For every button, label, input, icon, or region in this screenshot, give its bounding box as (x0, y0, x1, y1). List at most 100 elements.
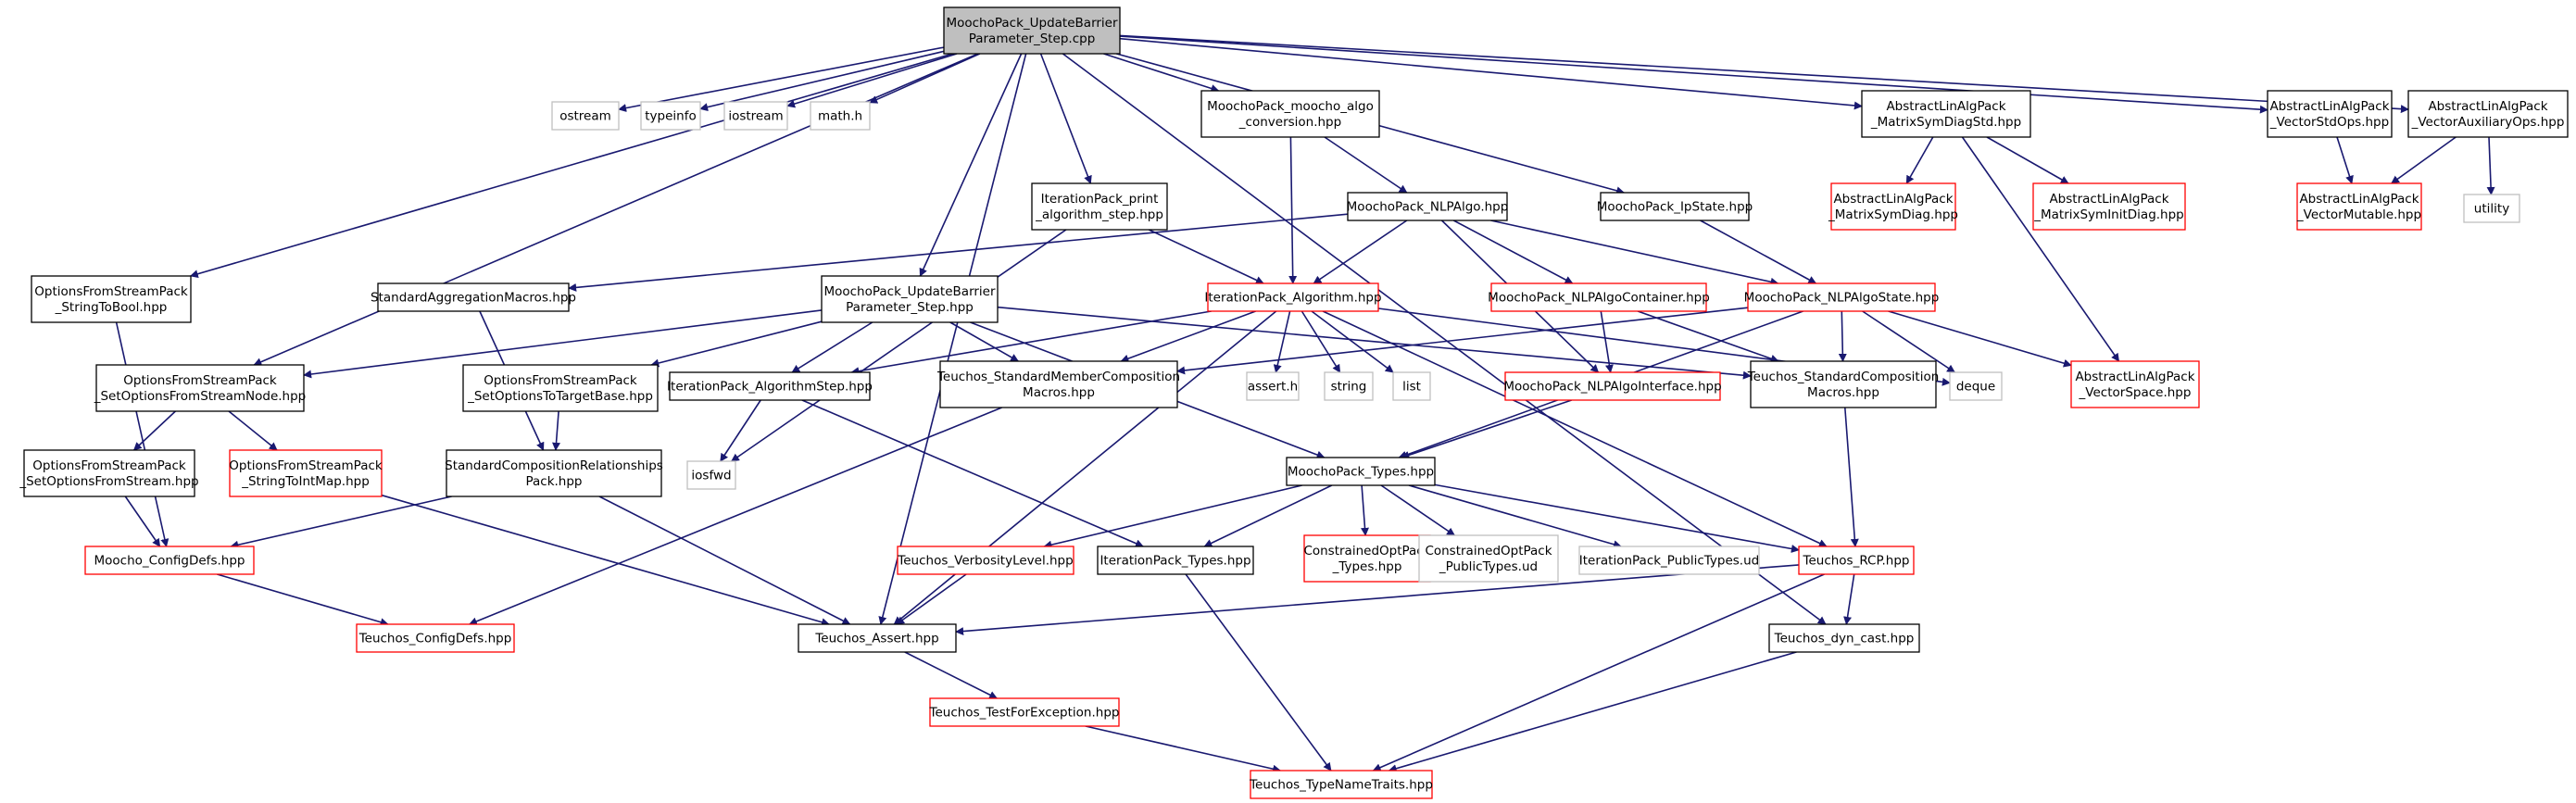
node-printalgo[interactable]: IterationPack_print_algorithm_step.hpp (1031, 182, 1168, 231)
node-label: AbstractLinAlgPack (2049, 192, 2168, 207)
node-box (446, 449, 662, 497)
node-vecauxops[interactable]: AbstractLinAlgPack_VectorAuxiliaryOps.hp… (2407, 90, 2569, 138)
node-ittypes[interactable]: IterationPack_Types.hpp (1097, 546, 1254, 575)
node-ostream[interactable]: ostream (551, 101, 620, 131)
node-testexc[interactable]: Teuchos_TestForException.hpp (929, 697, 1120, 727)
node-box (943, 6, 1121, 55)
node-asserth[interactable]: assert.h (1246, 371, 1300, 401)
node-box (229, 449, 383, 497)
edge-italgo-to-list (1311, 310, 1394, 373)
node-box (686, 460, 736, 490)
node-constrtypes[interactable]: ConstrainedOptPack_Types.hpp (1303, 534, 1431, 583)
node-root[interactable]: MoochoPack_UpdateBarrierParameter_Step.c… (943, 6, 1121, 55)
node-label: Teuchos_dyn_cast.hpp (1774, 632, 1915, 646)
node-label: AbstractLinAlgPack (2428, 99, 2547, 114)
edge-ubstep-to-stdcomp (997, 306, 1752, 380)
node-itpub[interactable]: IterationPack_PublicTypes.ud (1578, 546, 1760, 575)
node-label: MoochoPack_moocho_algo (1207, 99, 1374, 114)
node-box (1578, 546, 1760, 575)
node-mathh[interactable]: math.h (810, 101, 871, 131)
node-utility[interactable]: utility (2463, 194, 2520, 223)
node-box (356, 623, 515, 653)
node-label: MoochoPack_NLPAlgoInterface.hpp (1503, 380, 1721, 395)
node-conv[interactable]: MoochoPack_moocho_algo_conversion.hpp (1200, 90, 1380, 138)
node-nlpcont[interactable]: MoochoPack_NLPAlgoContainer.hpp (1488, 282, 1710, 312)
edge-verbosity-to-tassert (896, 573, 967, 625)
node-box (2407, 90, 2569, 138)
node-syminitdiag[interactable]: AbstractLinAlgPack_MatrixSymInitDiag.hpp (2032, 182, 2186, 231)
node-nlpstate[interactable]: MoochoPack_NLPAlgoState.hpp (1744, 282, 1940, 312)
node-nlpalgo[interactable]: MoochoPack_NLPAlgo.hpp (1347, 192, 1509, 221)
node-stdmember[interactable]: Teuchos_StandardMemberCompositionMacros.… (936, 360, 1180, 408)
node-box (1750, 360, 1937, 408)
node-iosfwd[interactable]: iosfwd (686, 460, 736, 490)
node-label: _MatrixSymDiagStd.hpp (1870, 115, 2021, 130)
node-label: Teuchos_StandardMemberComposition (936, 370, 1180, 384)
edge-nlpstate-to-stdcomp (1838, 310, 1847, 362)
node-box (640, 101, 701, 131)
node-configdefs[interactable]: Moocho_ConfigDefs.hpp (84, 546, 255, 575)
node-tassert[interactable]: Teuchos_Assert.hpp (798, 623, 957, 653)
node-list[interactable]: list (1392, 371, 1431, 401)
edge-root-to-vecauxops (1119, 34, 2409, 114)
node-label: Macros.hpp (1807, 385, 1879, 400)
node-label: ConstrainedOptPack (1303, 544, 1430, 558)
node-symdiagstd[interactable]: AbstractLinAlgPack_MatrixSymDiagStd.hpp (1861, 90, 2031, 138)
edge-conv-to-nlpalgo (1324, 136, 1408, 194)
node-box (1861, 90, 2031, 138)
node-box (1768, 623, 1920, 653)
node-dyncast[interactable]: Teuchos_dyn_cast.hpp (1768, 623, 1920, 653)
node-symdiag[interactable]: AbstractLinAlgPack_MatrixSymDiag.hpp (1828, 182, 1958, 231)
node-box (95, 364, 305, 412)
node-tconfigdefs[interactable]: Teuchos_ConfigDefs.hpp (356, 623, 515, 653)
edge-italgo-to-stdmember (1120, 310, 1256, 363)
node-label: IterationPack_print (1041, 192, 1159, 207)
node-box (1303, 534, 1431, 583)
node-constrpub[interactable]: ConstrainedOptPack_PublicTypes.ud (1418, 534, 1559, 583)
edge-root-to-conv (1103, 53, 1220, 93)
node-label: Macros.hpp (1023, 385, 1095, 400)
edge-ipstate-to-nlpstate (1700, 220, 1817, 284)
node-label: Parameter_Step.cpp (969, 31, 1096, 46)
node-stdaggr[interactable]: StandardAggregationMacros.hpp (371, 282, 576, 312)
node-box (798, 623, 957, 653)
node-box (1830, 182, 1956, 231)
node-mtypes[interactable]: MoochoPack_Types.hpp (1286, 457, 1436, 486)
node-setfromnode[interactable]: OptionsFromStreamPack_SetOptionsFromStre… (94, 364, 307, 412)
node-settarget[interactable]: OptionsFromStreamPack_SetOptionsToTarget… (462, 364, 659, 412)
node-label: IterationPack_AlgorithmStep.hpp (667, 380, 873, 395)
node-ubstep[interactable]: MoochoPack_UpdateBarrierParameter_Step.h… (821, 275, 999, 323)
node-typename[interactable]: Teuchos_TypeNameTraits.hpp (1249, 770, 1433, 799)
edge-italgo-to-string (1301, 310, 1341, 373)
node-italgo[interactable]: IterationPack_Algorithm.hpp (1204, 282, 1382, 312)
node-box (2267, 90, 2393, 138)
edge-mtypes-to-itpub (1408, 484, 1622, 549)
node-label: _VectorMutable.hpp (2296, 207, 2421, 222)
node-string[interactable]: string (1324, 371, 1374, 401)
node-vecstdops[interactable]: AbstractLinAlgPack_VectorStdOps.hpp (2267, 90, 2393, 138)
node-box (1200, 90, 1380, 138)
node-box (1392, 371, 1431, 401)
node-typeinfo[interactable]: typeinfo (640, 101, 701, 131)
edge-root-to-ostream (618, 46, 945, 113)
node-iostream[interactable]: iostream (723, 101, 788, 131)
node-setfromstream[interactable]: OptionsFromStreamPack_SetOptionsFromStre… (19, 449, 199, 497)
node-vecspace[interactable]: AbstractLinAlgPack_VectorSpace.hpp (2070, 360, 2200, 408)
node-label: MoochoPack_Types.hpp (1288, 465, 1434, 480)
node-rcp[interactable]: Teuchos_RCP.hpp (1798, 546, 1915, 575)
node-vecmutable[interactable]: AbstractLinAlgPack_VectorMutable.hpp (2296, 182, 2422, 231)
node-ipstate[interactable]: MoochoPack_IpState.hpp (1597, 192, 1753, 221)
node-strtointmap[interactable]: OptionsFromStreamPack_StringToIntMap.hpp (229, 449, 383, 497)
node-box (462, 364, 659, 412)
node-label: _SetOptionsFromStreamNode.hpp (94, 389, 307, 404)
node-algostep[interactable]: IterationPack_AlgorithmStep.hpp (667, 371, 873, 401)
node-nlpiface[interactable]: MoochoPack_NLPAlgoInterface.hpp (1503, 371, 1722, 401)
node-verbosity[interactable]: Teuchos_VerbosityLevel.hpp (897, 546, 1074, 575)
node-strtobool[interactable]: OptionsFromStreamPack_StringToBool.hpp (31, 275, 192, 323)
node-label: _MatrixSymInitDiag.hpp (2033, 207, 2184, 222)
node-deque[interactable]: deque (1949, 371, 2003, 401)
edge-dyncast-to-typename (1388, 651, 1797, 773)
node-box (1600, 192, 1750, 221)
